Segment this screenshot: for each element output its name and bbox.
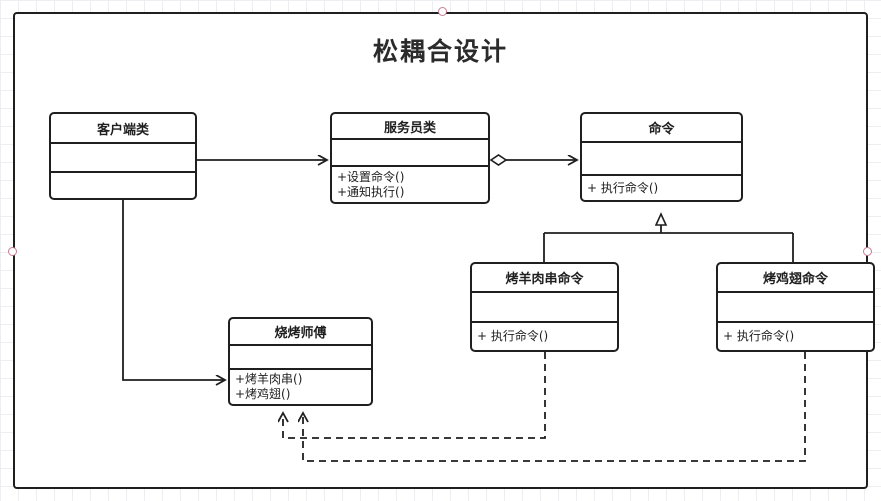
uml-operation: + 执行命令() <box>477 329 549 343</box>
uml-class-mutton-command-operations: + 执行命令() <box>472 323 617 350</box>
uml-class-client-operations <box>51 173 195 198</box>
uml-class-mutton-command[interactable]: 烤羊肉串命令 + 执行命令() <box>470 262 619 352</box>
uml-class-command-operations: + 执行命令() <box>582 176 741 200</box>
uml-class-command-name: 命令 <box>582 114 741 143</box>
handle-top-center[interactable] <box>438 7 447 16</box>
uml-class-chicken-command-operations: + 执行命令() <box>718 323 873 350</box>
diagram-title: 松耦合设计 <box>372 37 508 66</box>
uml-class-waiter-name: 服务员类 <box>332 114 488 141</box>
uml-class-command-attributes <box>582 143 741 176</box>
uml-class-chicken-command-name: 烤鸡翅命令 <box>718 264 873 293</box>
uml-operation: +设置命令() <box>337 170 405 184</box>
handle-right-middle[interactable] <box>863 247 872 256</box>
uml-operation: +通知执行() <box>337 185 405 199</box>
uml-operation: +烤鸡翅() <box>235 387 291 401</box>
uml-class-waiter[interactable]: 服务员类 +设置命令() +通知执行() <box>330 112 490 204</box>
uml-class-waiter-operations: +设置命令() +通知执行() <box>332 167 488 202</box>
uml-class-chef[interactable]: 烧烤师傅 +烤羊肉串() +烤鸡翅() <box>228 317 373 406</box>
handle-left-middle[interactable] <box>8 247 17 256</box>
uml-class-chef-name: 烧烤师傅 <box>230 319 371 346</box>
uml-class-mutton-command-name: 烤羊肉串命令 <box>472 264 617 293</box>
uml-class-chicken-command[interactable]: 烤鸡翅命令 + 执行命令() <box>716 262 875 352</box>
uml-class-client[interactable]: 客户端类 <box>49 112 197 200</box>
uml-class-mutton-command-attributes <box>472 293 617 323</box>
uml-class-command[interactable]: 命令 + 执行命令() <box>580 112 743 202</box>
uml-operation: +烤羊肉串() <box>235 372 303 386</box>
uml-class-client-attributes <box>51 144 195 173</box>
uml-class-chef-attributes <box>230 346 371 370</box>
uml-operation: + 执行命令() <box>587 180 659 195</box>
uml-class-client-name: 客户端类 <box>51 114 195 144</box>
uml-class-chicken-command-attributes <box>718 293 873 323</box>
diagram-frame[interactable] <box>13 12 868 489</box>
uml-class-chef-operations: +烤羊肉串() +烤鸡翅() <box>230 370 371 404</box>
uml-class-waiter-attributes <box>332 140 488 167</box>
uml-operation: + 执行命令() <box>723 329 795 343</box>
